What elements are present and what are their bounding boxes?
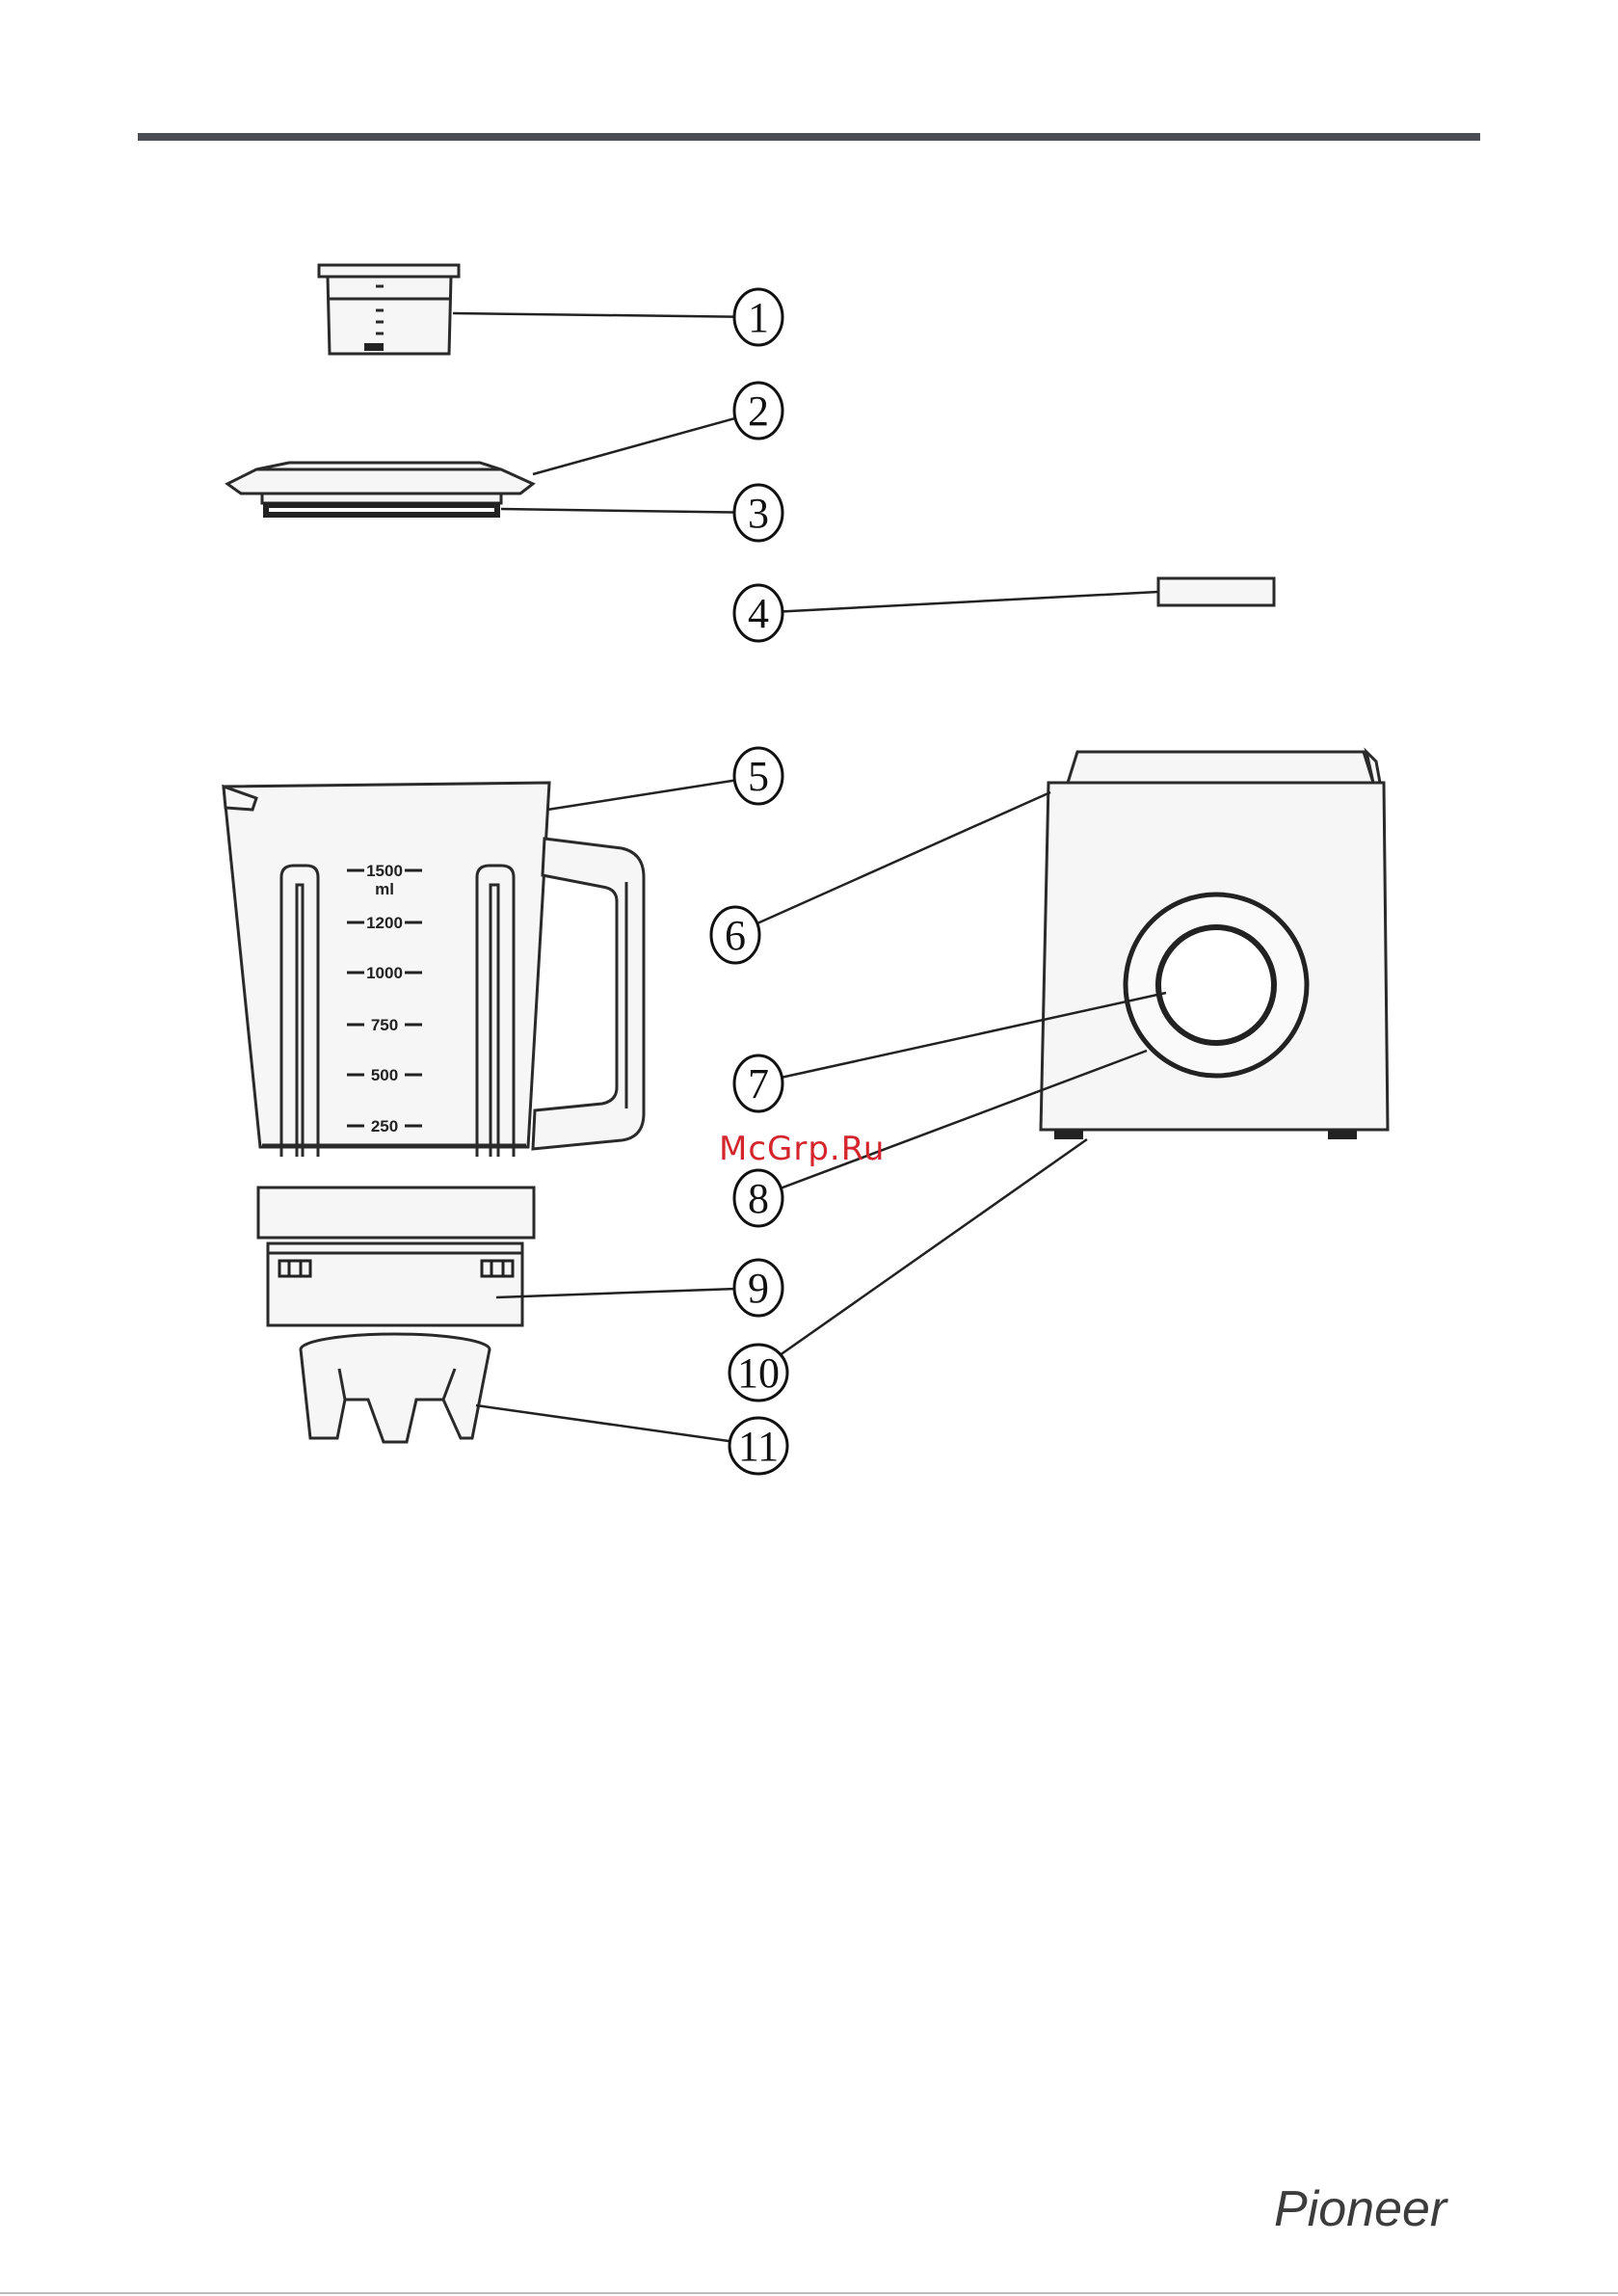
leader-line-2 xyxy=(533,418,734,474)
blender-jar: ml 1500 1200 1000 750 500 250 xyxy=(224,783,644,1325)
speed-dial-knob xyxy=(1158,927,1274,1043)
drive-cap xyxy=(1158,578,1274,605)
callout-9: 9 xyxy=(734,1260,782,1316)
callout-number: 6 xyxy=(725,912,746,959)
callout-number: 4 xyxy=(748,590,769,637)
scale-mark-500: 500 xyxy=(371,1066,398,1084)
brand-logo: Pioneer xyxy=(1274,2180,1446,2238)
footer-rule xyxy=(0,2292,1618,2294)
jar-lid xyxy=(227,463,533,494)
callout-4: 4 xyxy=(734,585,782,641)
motor-base xyxy=(1041,752,1388,1139)
callout-number: 5 xyxy=(748,753,769,800)
leader-line-5 xyxy=(547,781,733,810)
scale-mark-1500: 1500 xyxy=(366,862,403,880)
callout-number: 10 xyxy=(737,1349,780,1397)
callout-11: 11 xyxy=(729,1418,787,1474)
callout-1: 1 xyxy=(734,289,782,345)
leader-line-4 xyxy=(783,592,1158,611)
callout-5: 5 xyxy=(734,748,782,804)
callout-number: 11 xyxy=(738,1423,779,1470)
callout-number: 2 xyxy=(748,387,769,435)
callout-number: 9 xyxy=(748,1265,769,1312)
callout-2: 2 xyxy=(734,383,782,439)
blade-coupling xyxy=(301,1334,490,1442)
scale-mark-250: 250 xyxy=(371,1117,398,1135)
callout-number: 1 xyxy=(748,294,769,341)
callout-6: 6 xyxy=(711,907,759,963)
scale-mark-1000: 1000 xyxy=(366,964,403,982)
leader-line-3 xyxy=(501,509,733,513)
scale-mark-750: 750 xyxy=(371,1016,398,1034)
callout-3: 3 xyxy=(734,485,782,541)
callout-10: 10 xyxy=(729,1345,787,1401)
callout-7: 7 xyxy=(734,1055,782,1111)
leader-line-6 xyxy=(758,792,1050,923)
callout-number: 3 xyxy=(748,490,769,537)
leader-line-1 xyxy=(453,313,733,317)
measuring-cup xyxy=(319,265,459,354)
scale-mark-1200: 1200 xyxy=(366,914,403,932)
lid-seal xyxy=(262,494,501,515)
callout-markers: 1 2 3 4 5 6 7 8 9 10 11 xyxy=(711,289,787,1474)
callout-number: 7 xyxy=(748,1060,769,1108)
leader-line-9 xyxy=(496,1289,733,1297)
callout-number: 8 xyxy=(748,1175,769,1222)
watermark: McGrp.Ru xyxy=(719,1130,885,1168)
leader-line-11 xyxy=(476,1405,733,1442)
scale-unit-label: ml xyxy=(375,880,394,898)
callout-8: 8 xyxy=(734,1170,782,1226)
